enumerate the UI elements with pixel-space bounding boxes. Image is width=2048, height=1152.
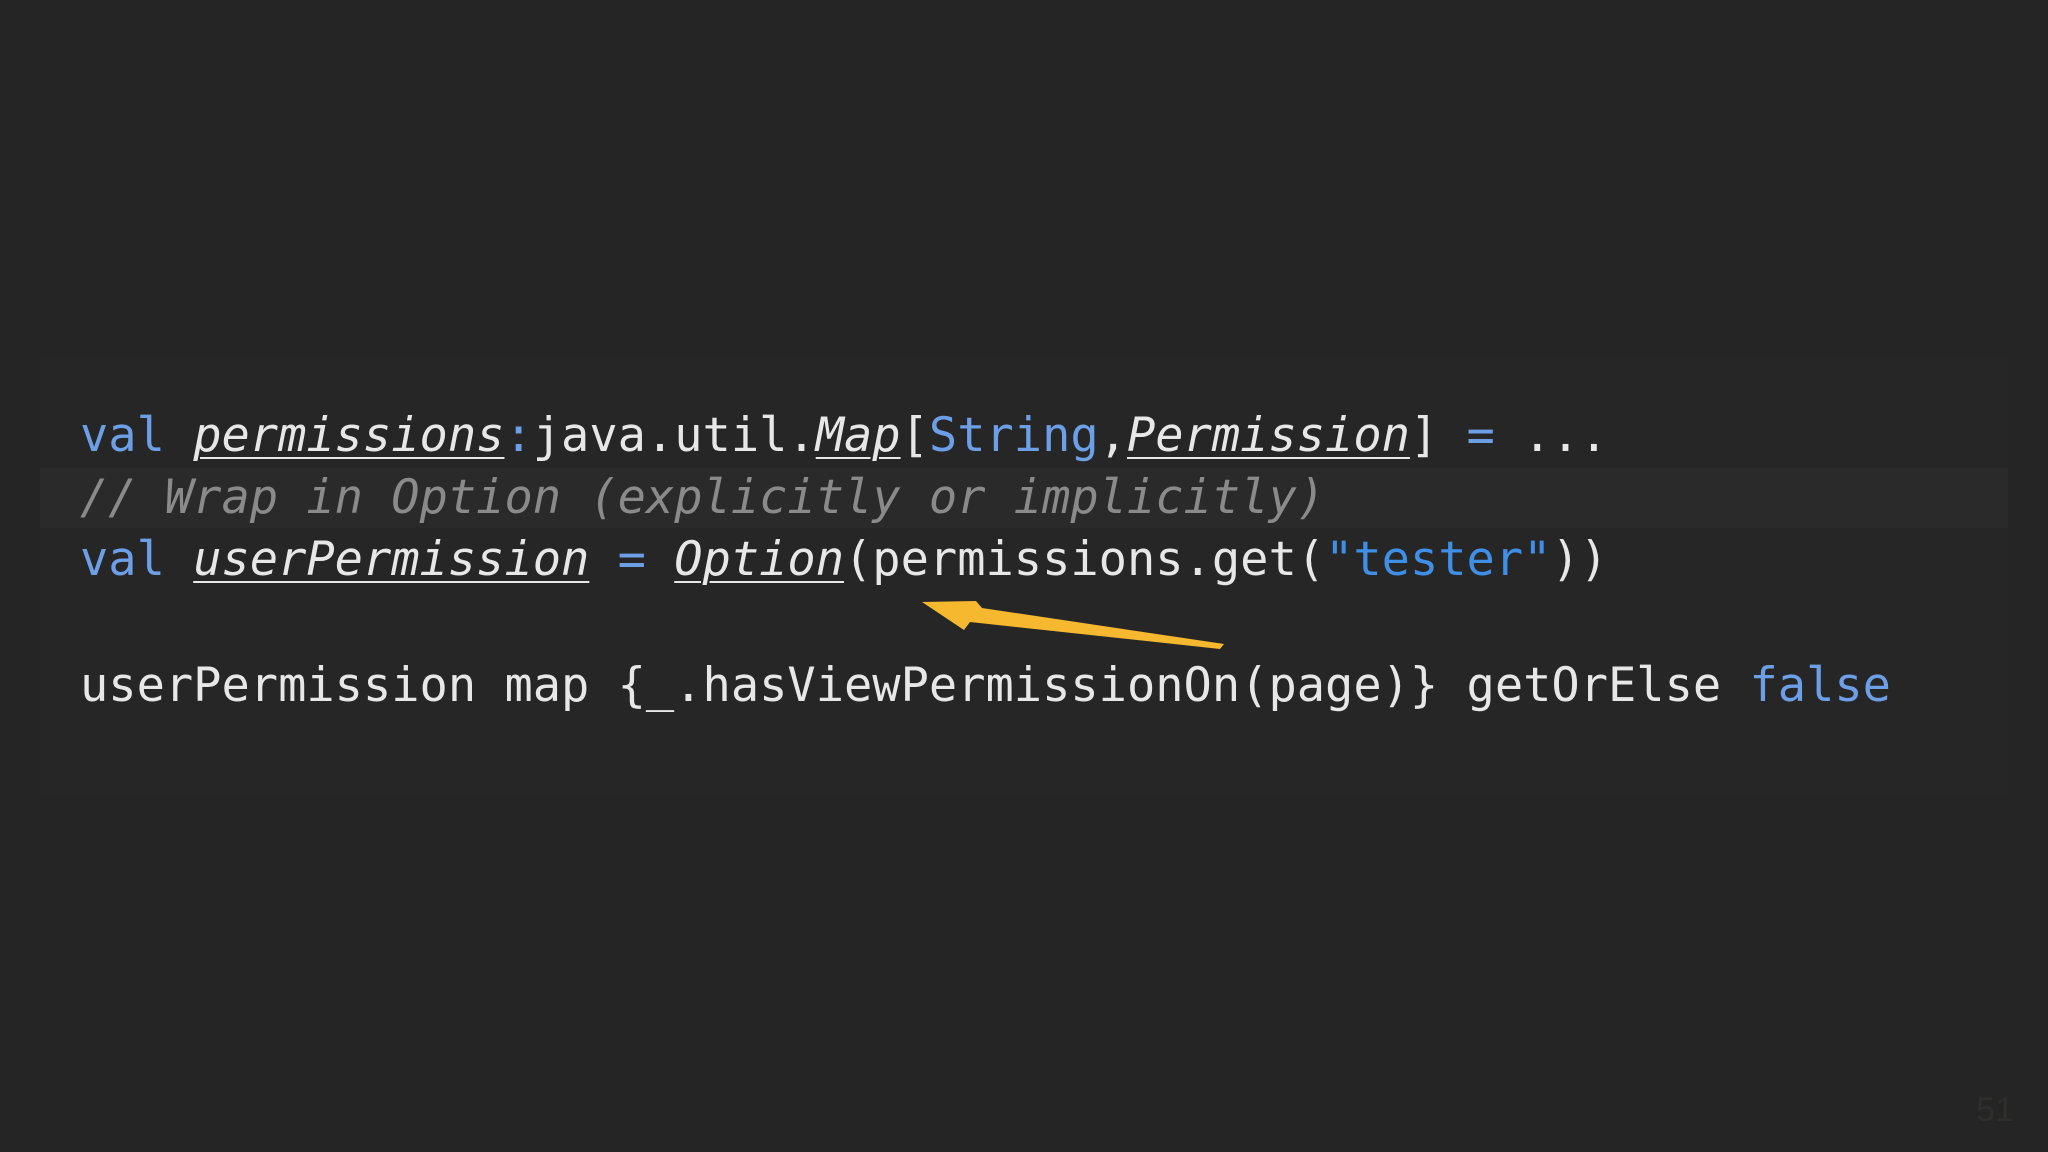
colon: : bbox=[504, 408, 533, 463]
open-bracket: [ bbox=[900, 408, 929, 463]
string-literal-tester: "tester" bbox=[1325, 532, 1552, 587]
get-call-close: )) bbox=[1551, 532, 1609, 587]
type-option: Option bbox=[674, 532, 845, 587]
keyword-val: val bbox=[80, 532, 165, 587]
package-name: java.util. bbox=[532, 408, 816, 463]
arrow-left-icon bbox=[922, 601, 1224, 649]
keyword-val: val bbox=[80, 408, 165, 463]
get-call-open: (permissions.get( bbox=[844, 532, 1326, 587]
code-line-1: val permissions:java.util.Map[String,Per… bbox=[80, 404, 1608, 468]
comma: , bbox=[1098, 408, 1127, 463]
ellipsis: ... bbox=[1523, 408, 1609, 463]
code-line-3: val userPermission = Option(permissions.… bbox=[80, 528, 1608, 592]
code-panel bbox=[40, 355, 2008, 795]
code-line-2-comment: // Wrap in Option (explicitly or implici… bbox=[80, 470, 1326, 525]
code-line-4: userPermission map {_.hasViewPermissionO… bbox=[80, 654, 1891, 718]
type-map: Map bbox=[815, 408, 901, 463]
type-permission: Permission bbox=[1126, 408, 1410, 463]
current-line-highlight bbox=[40, 468, 2008, 528]
map-expression: userPermission map {_.hasViewPermissionO… bbox=[80, 658, 1750, 713]
type-string: String bbox=[928, 408, 1099, 463]
equals-operator: = bbox=[589, 532, 675, 587]
close-bracket: ] bbox=[1409, 408, 1439, 463]
identifier-permissions: permissions bbox=[193, 408, 505, 463]
keyword-false: false bbox=[1749, 658, 1891, 713]
page-number: 51 bbox=[1976, 1091, 2014, 1129]
identifier-user-permission: userPermission bbox=[193, 532, 590, 587]
equals-operator: = bbox=[1438, 408, 1524, 463]
